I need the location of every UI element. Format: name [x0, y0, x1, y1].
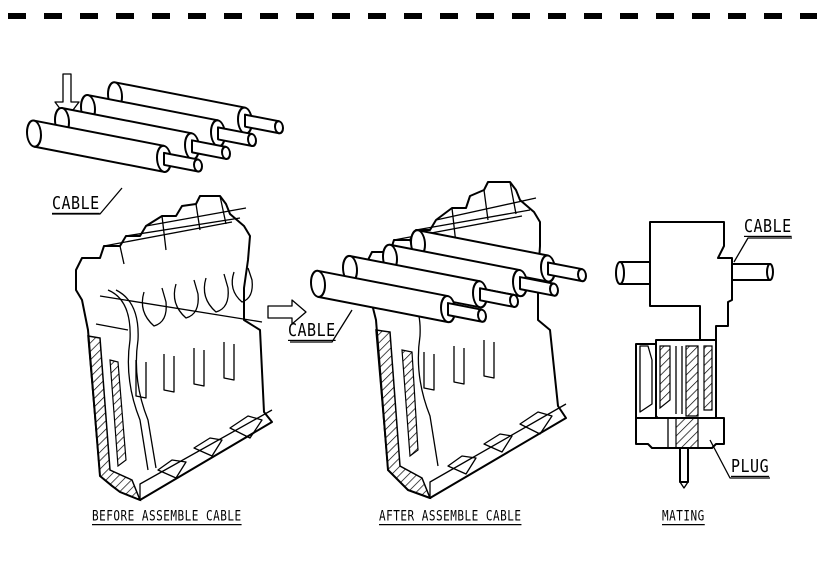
connector-before: [75, 195, 273, 502]
cable-label-before: CABLE: [52, 192, 100, 214]
caption-after-assemble: AFTER ASSEMBLE CABLE: [379, 507, 522, 524]
caption-mating: MATING: [662, 507, 705, 524]
cable-label-mating: CABLE: [744, 215, 792, 237]
plug-label: PLUG: [731, 455, 770, 477]
mating-section: [615, 221, 774, 489]
cable-leader-2: [290, 309, 353, 343]
plug-leader: [709, 439, 770, 479]
right-arrow-icon: [267, 299, 307, 325]
connector-after: [365, 181, 567, 500]
cable-leader-1: [52, 187, 123, 215]
cable-label-after: CABLE: [288, 319, 336, 341]
cables-before: [25, 79, 285, 181]
caption-before-assemble: BEFORE ASSEMBLE CABLE: [92, 507, 242, 524]
cable-leader-3: [733, 237, 792, 263]
